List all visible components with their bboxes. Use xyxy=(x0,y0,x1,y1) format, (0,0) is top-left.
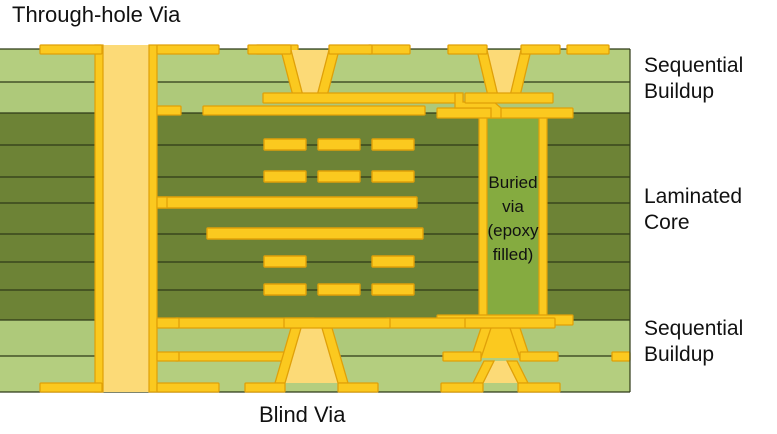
core-trace xyxy=(317,138,361,151)
buried-via-label-line-2: via xyxy=(502,197,524,216)
buildup-inner-traces-top xyxy=(156,105,426,116)
stepped-trace-top-path xyxy=(454,92,502,119)
through-hole-via xyxy=(39,44,220,393)
blind-via-bottom-left-pad-bot-r xyxy=(337,382,379,393)
blind-via-top-right-landing-pad xyxy=(464,92,554,104)
buried-via-pad-top xyxy=(436,107,574,119)
core-trace-long xyxy=(206,227,424,240)
buildup-bottom-trace xyxy=(156,351,180,362)
surface-trace-top xyxy=(367,44,411,55)
label-sequential-buildup-top: Sequential Buildup xyxy=(644,54,744,103)
buildup-inner-trace xyxy=(202,105,426,116)
blind-via-top-left-pad-top-r xyxy=(328,44,373,55)
core-trace xyxy=(371,170,415,183)
blind-via-bottom-right xyxy=(440,317,561,393)
core-trace xyxy=(317,283,361,296)
label-laminated-core: Laminated Core xyxy=(644,185,743,234)
buried-via-wall-right xyxy=(538,112,548,321)
core-trace xyxy=(263,138,307,151)
surface-trace-top xyxy=(566,44,610,55)
blind-via-bottom-right-pad-bot-r xyxy=(517,382,561,393)
core-trace xyxy=(263,170,307,183)
label-sequential-buildup-bottom: Sequential Buildup xyxy=(644,317,744,366)
stepped-trace-top xyxy=(454,92,502,119)
through-hole-pad-bottom-left xyxy=(39,382,103,393)
core-trace xyxy=(263,283,307,296)
blind-via-bottom-left-pad-top xyxy=(283,317,391,329)
buried-via-wall-left xyxy=(478,112,488,321)
buildup-bottom-trace xyxy=(611,351,631,362)
core-trace-long xyxy=(154,196,418,209)
through-hole-pad-top-left xyxy=(39,44,103,55)
buildup-bottom-trace xyxy=(174,351,292,362)
core-copper-traces xyxy=(154,138,424,296)
blind-via-top-right-pad-top-r xyxy=(520,44,561,55)
blind-via-top-left-pad-top-l xyxy=(247,44,292,55)
core-trace xyxy=(371,138,415,151)
core-trace xyxy=(371,283,415,296)
buried-via-label-line-4: filled) xyxy=(493,245,534,264)
blind-via-top-right xyxy=(447,44,561,104)
through-hole-wall-right xyxy=(148,44,158,393)
blind-via-bottom-right-pad-mid-l xyxy=(442,351,482,362)
buried-via-label-line-3: (epoxy xyxy=(487,221,539,240)
blind-via-bottom-right-pad-bot-l xyxy=(440,382,484,393)
through-hole-wall-left xyxy=(94,44,104,393)
through-hole-via-title: Through-hole Via xyxy=(12,2,181,27)
through-hole-pad-top-right xyxy=(156,44,220,55)
through-hole-inner-pad xyxy=(156,196,168,209)
blind-via-bottom-right-pad-mid-r xyxy=(519,351,559,362)
blind-via-bottom-left-pad-bot-l xyxy=(244,382,286,393)
blind-via-top-left-landing-pad xyxy=(262,92,464,104)
core-trace xyxy=(317,170,361,183)
blind-via-bottom-right-pad-top xyxy=(464,317,556,329)
core-trace xyxy=(371,255,415,268)
through-hole-barrel-fill xyxy=(102,45,150,392)
buried-via-epoxy-fill xyxy=(485,112,541,321)
through-hole-pad-bottom-right xyxy=(156,382,220,393)
blind-via-top-right-pad-top-l xyxy=(447,44,488,55)
buildup-bottom-trace xyxy=(156,317,180,329)
blind-via-bottom-left xyxy=(244,317,391,393)
blind-via-top-left xyxy=(247,44,464,104)
buried-via-label-line-1: Buried xyxy=(488,173,537,192)
core-trace xyxy=(263,255,307,268)
buildup-inner-trace xyxy=(156,105,182,116)
blind-via-title: Blind Via xyxy=(259,402,346,427)
